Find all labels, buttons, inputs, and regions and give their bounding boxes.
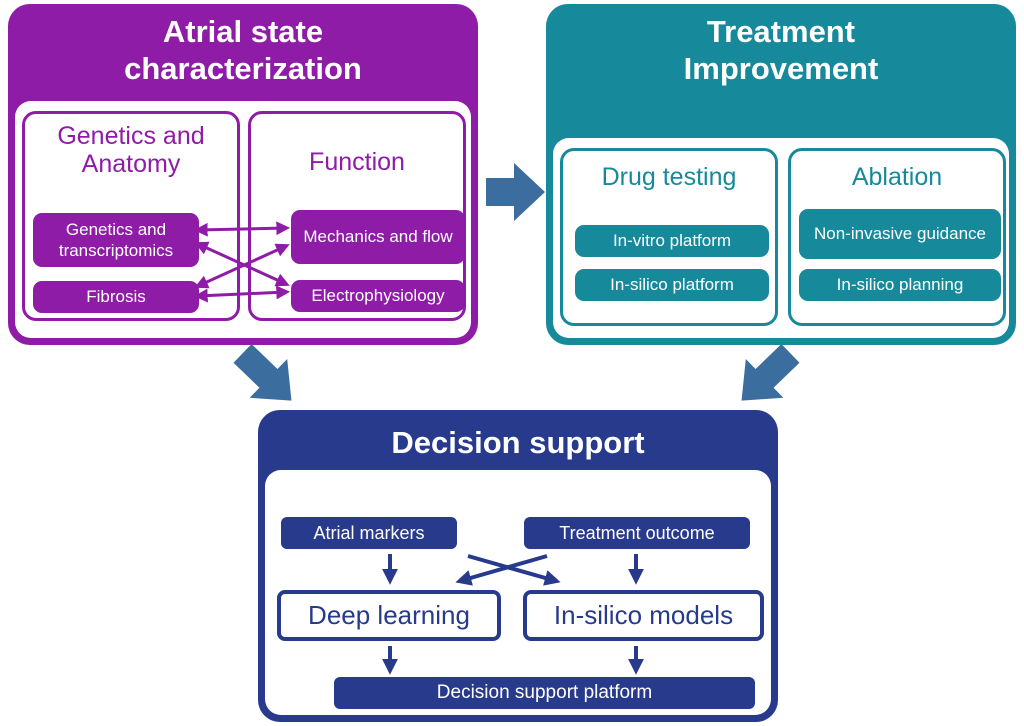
drug-testing-box: Drug testing In-vitro platform In-silico… (560, 148, 778, 326)
function-box: Function Mechanics and flow Electrophysi… (248, 111, 466, 321)
ablation-title: Ablation (851, 163, 943, 191)
genetics-anatomy-title: Genetics and Anatomy (57, 122, 205, 178)
atrial-panel: Atrial state characterization Genetics a… (8, 4, 478, 345)
non-invasive-guidance-chip: Non-invasive guidance (799, 209, 1001, 259)
genetics-transcriptomics-chip: Genetics and transcriptomics (33, 213, 199, 267)
decision-body: Atrial markers Treatment outcome Deep le… (265, 470, 771, 715)
decision-title: Decision support (391, 425, 645, 460)
drug-testing-title: Drug testing (601, 163, 737, 191)
mechanics-flow-chip: Mechanics and flow (291, 210, 465, 264)
in-silico-platform-chip: In-silico platform (575, 269, 769, 301)
treatment-body: Drug testing In-vitro platform In-silico… (553, 138, 1009, 338)
genetics-anatomy-box: Genetics and Anatomy Genetics and transc… (22, 111, 240, 321)
arrow-atrial-to-decision (233, 344, 292, 401)
fibrosis-chip: Fibrosis (33, 281, 199, 313)
arrow-treatment-to-decision (741, 344, 800, 401)
treatment-outcome-chip: Treatment outcome (524, 517, 750, 549)
atrial-body: Genetics and Anatomy Genetics and transc… (15, 101, 471, 338)
electrophysiology-chip: Electrophysiology (291, 280, 465, 312)
atrial-markers-chip: Atrial markers (281, 517, 457, 549)
treatment-panel: Treatment Improvement Drug testing In-vi… (546, 4, 1016, 345)
treatment-title: Treatment Improvement (683, 14, 879, 87)
decision-support-platform-chip: Decision support platform (334, 677, 755, 709)
in-vitro-platform-chip: In-vitro platform (575, 225, 769, 257)
atrial-title: Atrial state characterization (124, 14, 362, 87)
arrow-atrial-to-treatment (486, 163, 545, 221)
ablation-box: Ablation Non-invasive guidance In-silico… (788, 148, 1006, 326)
deep-learning-box: Deep learning (277, 590, 501, 641)
in-silico-models-box: In-silico models (523, 590, 764, 641)
in-silico-planning-chip: In-silico planning (799, 269, 1001, 301)
function-title: Function (309, 148, 405, 176)
decision-panel: Decision support Atrial markers Treatmen… (258, 410, 778, 722)
